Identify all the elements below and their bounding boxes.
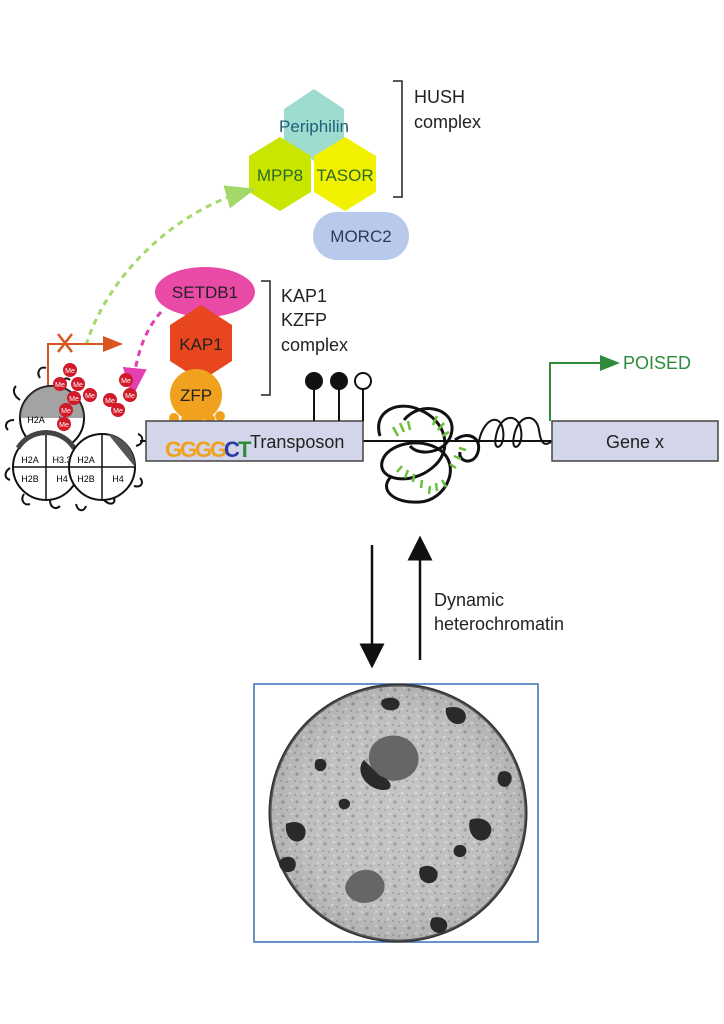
- histone-label: H2A: [21, 455, 39, 465]
- methyl-mark-icon: Me: [83, 388, 97, 402]
- setdb1-label: SETDB1: [172, 283, 238, 302]
- histone-label: H2A: [77, 455, 95, 465]
- transposon-box: [145, 420, 364, 462]
- nucleosome: H2A H3.3 H2B H4: [68, 433, 136, 501]
- histone-label: H2B: [77, 474, 95, 484]
- dynamic-heterochromatin: Dynamic heterochromatin: [359, 535, 564, 669]
- methyl-mark-icon: Me: [53, 377, 67, 391]
- histone-label: H4: [112, 474, 124, 484]
- unmethylated-cpg-icon: [354, 372, 372, 390]
- methyl-mark-icon: Me: [103, 393, 117, 407]
- poised-arrow: [549, 355, 620, 421]
- methyl-mark-icon: Me: [111, 403, 125, 417]
- methyl-mark-icon: Me: [67, 391, 81, 405]
- setdb1-oval: [155, 267, 255, 317]
- methyl-mark-icon: Me: [63, 363, 77, 377]
- methyl-mark-label: Me: [55, 382, 65, 389]
- hush-label-line1: HUSH: [414, 87, 465, 107]
- histone-label: H4: [56, 474, 68, 484]
- tasor-label: TASOR: [316, 166, 373, 185]
- kap1-label: KAP1: [179, 335, 222, 354]
- morc2-label: MORC2: [330, 227, 391, 246]
- dna-track: G G G G C T Transposon: [140, 353, 719, 504]
- zfp-label: ZFP: [180, 386, 212, 405]
- kap1-label-line2: KZFP: [281, 310, 327, 330]
- motif-letter: G: [195, 437, 212, 462]
- kap1-label-line3: complex: [281, 335, 348, 355]
- methyl-mark-icon: Me: [123, 388, 137, 402]
- poised-label: POISED: [623, 353, 691, 373]
- methyl-mark-label: Me: [125, 393, 135, 400]
- histone-label: H3.3: [108, 455, 127, 465]
- transposon-label: Transposon: [250, 432, 344, 452]
- methyl-mark-label: Me: [121, 378, 131, 385]
- motif: G G G G C T: [165, 437, 252, 462]
- methylated-cpg-icon: [330, 372, 348, 390]
- gene-x-box: [551, 420, 719, 462]
- nucleus-micrograph: [253, 683, 539, 943]
- tasor-hexagon: [314, 137, 376, 211]
- methyl-mark-label: Me: [113, 408, 123, 415]
- cpg-methylation: [305, 372, 372, 421]
- methyl-mark-icon: Me: [59, 403, 73, 417]
- periphilin-hexagon: [284, 89, 344, 161]
- kap1-label-line1: KAP1: [281, 286, 327, 306]
- methyl-mark-label: Me: [73, 382, 83, 389]
- block-x-icon: [57, 333, 73, 353]
- compacted-chromatin-icon: [377, 404, 481, 504]
- motif-letter: G: [180, 437, 197, 462]
- hush-complex: Periphilin MPP8 TASOR MORC2 HUSH complex: [249, 80, 481, 260]
- motif-letter: G: [210, 437, 227, 462]
- motif-letter: C: [224, 437, 240, 462]
- kap1-kzfp-complex: SETDB1 KAP1 ZFP KAP1 KZFP complex: [155, 267, 348, 425]
- methyl-mark-label: Me: [69, 396, 79, 403]
- gene-x-label: Gene x: [606, 432, 664, 452]
- motif-letter: T: [238, 437, 252, 462]
- mpp8-label: MPP8: [257, 166, 303, 185]
- methyl-mark-icon: Me: [119, 373, 133, 387]
- hush-label-line2: complex: [414, 112, 481, 132]
- kap1-hexagon: [170, 305, 232, 381]
- histone-label: H2B: [21, 474, 39, 484]
- heterochromatin-patches: [279, 697, 512, 934]
- zfp-circle: [170, 369, 222, 421]
- methyl-mark-label: Me: [85, 393, 95, 400]
- recruitment-arrow-green: [84, 185, 256, 346]
- morc2-pill: [313, 212, 409, 260]
- periphilin-label: Periphilin: [279, 117, 349, 136]
- motif-letter: G: [165, 437, 182, 462]
- methyl-mark-label: Me: [65, 368, 75, 375]
- dynamic-label-line1: Dynamic: [434, 590, 504, 610]
- histone-label: H3.3: [52, 455, 71, 465]
- hush-bracket: [393, 80, 403, 198]
- recruitment-arrow-pink: [122, 311, 163, 398]
- nucleosome-cluster: H2A H H2A H3.3 H2B H4 H2A H3.3 H2B H4 Me…: [4, 363, 144, 512]
- histone-label: H2A: [27, 415, 45, 425]
- methyl-mark-label: Me: [59, 422, 69, 429]
- dna-loops: [477, 417, 553, 448]
- methyl-mark-icon: Me: [57, 417, 71, 431]
- methyl-mark-label: Me: [105, 398, 115, 405]
- green-marks: [391, 415, 467, 495]
- methylated-cpg-icon: [305, 372, 323, 390]
- dynamic-label-line2: heterochromatin: [434, 614, 564, 634]
- methyl-mark-icon: Me: [71, 377, 85, 391]
- mpp8-hexagon: [249, 137, 311, 211]
- methyl-mark-label: Me: [61, 408, 71, 415]
- kap1-bracket: [261, 280, 271, 396]
